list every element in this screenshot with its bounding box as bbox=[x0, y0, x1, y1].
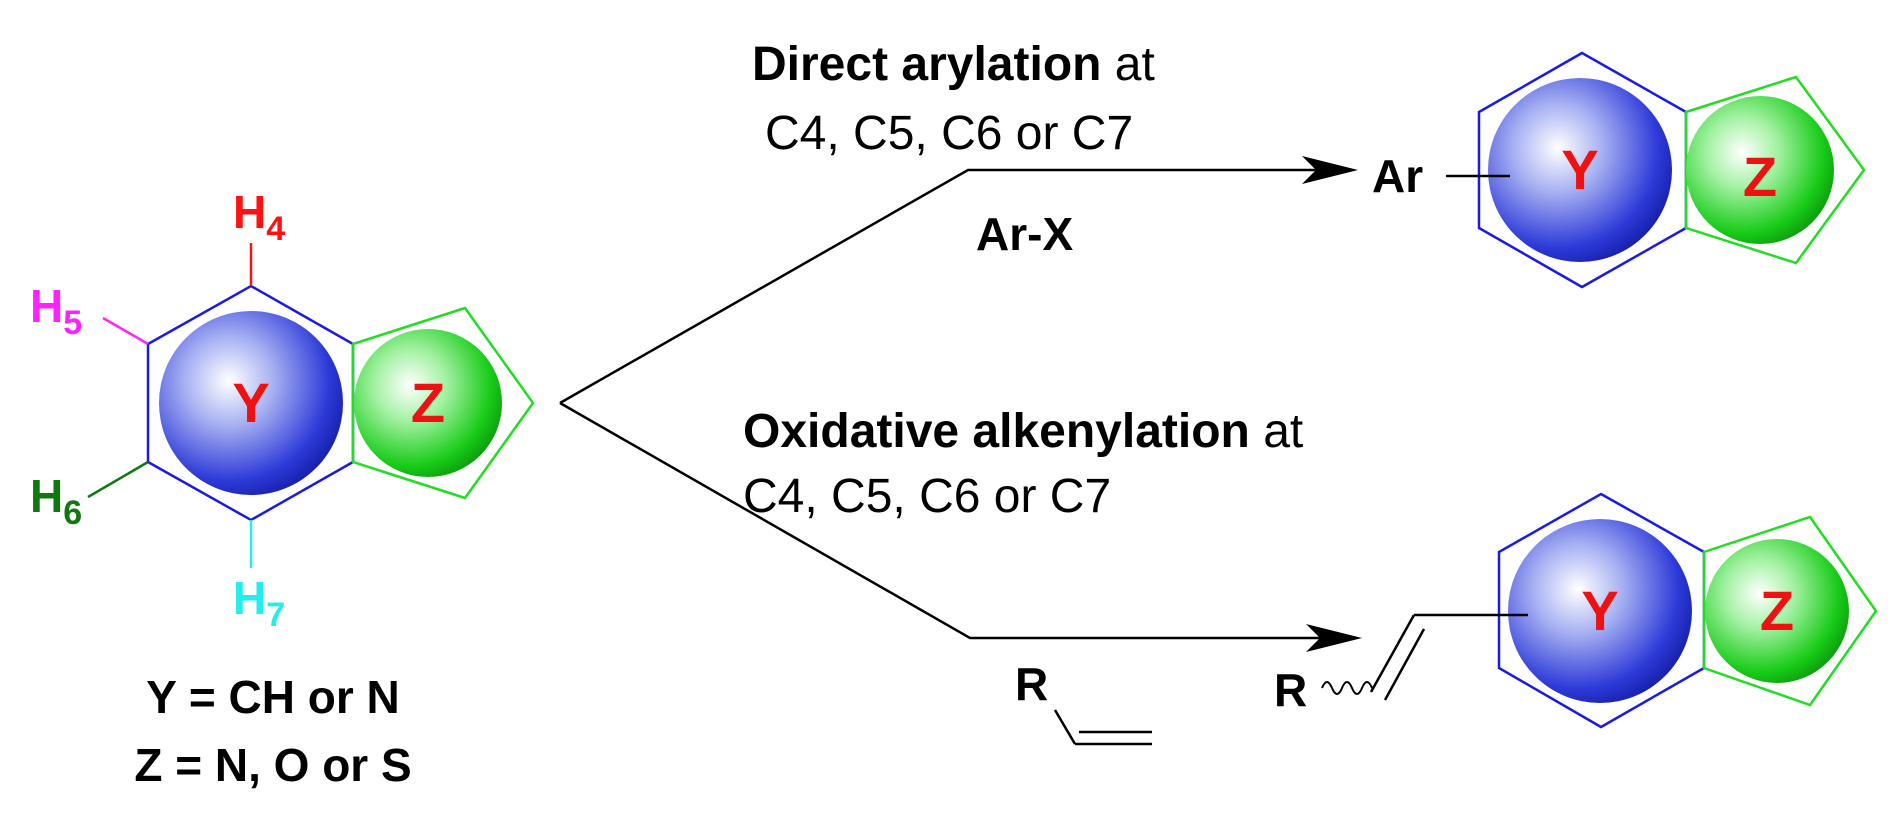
reagent-single-bond bbox=[1053, 709, 1077, 745]
alkene-reagent: R bbox=[1015, 658, 1152, 746]
top-title: Direct arylation at bbox=[752, 38, 1155, 91]
top-azole-ring bbox=[1684, 75, 1866, 265]
start-y-sphere bbox=[159, 311, 343, 495]
top-reagent: Ar-X bbox=[976, 208, 1073, 260]
bottom-arrow-head bbox=[1306, 624, 1362, 652]
bottom-y-label: Y bbox=[1581, 579, 1618, 642]
h6-label: H6 bbox=[30, 470, 82, 532]
bottom-z-label: Z bbox=[1760, 579, 1794, 642]
ar-label: Ar bbox=[1372, 150, 1423, 202]
product-r-label: R bbox=[1274, 664, 1307, 716]
bottom-z-sphere bbox=[1705, 539, 1849, 683]
bottom-azole-ring bbox=[1702, 515, 1878, 707]
bottom-title: Oxidative alkenylation at bbox=[743, 405, 1303, 458]
h5-bond bbox=[102, 316, 149, 346]
h5-label: H5 bbox=[30, 280, 82, 342]
top-arrow-line bbox=[559, 168, 1318, 405]
h6-bond bbox=[87, 460, 149, 499]
reagent-r-label: R bbox=[1015, 658, 1048, 710]
start-molecule: Y Z H4 H5 H6 H7 Y = CH or N Z = N, O or … bbox=[30, 186, 535, 791]
vinyl-double-a bbox=[1369, 614, 1416, 693]
legend-z: Z = N, O or S bbox=[134, 739, 411, 791]
h7-label: H7 bbox=[233, 572, 285, 634]
vinyl-double-b bbox=[1383, 628, 1426, 701]
top-arrow-head bbox=[1302, 156, 1358, 184]
bottom-arrow-line bbox=[559, 401, 1322, 640]
h4-label: H4 bbox=[233, 186, 285, 248]
start-y-label: Y bbox=[232, 371, 269, 434]
start-azole-ring bbox=[351, 306, 535, 500]
top-z-sphere bbox=[1686, 96, 1834, 244]
bottom-positions: C4, C5, C6 or C7 bbox=[743, 470, 1111, 523]
legend-y: Y = CH or N bbox=[146, 671, 400, 723]
top-y-sphere bbox=[1488, 78, 1672, 262]
top-positions: C4, C5, C6 or C7 bbox=[765, 107, 1133, 160]
wavy-bond bbox=[1321, 681, 1373, 695]
start-z-sphere bbox=[354, 329, 502, 477]
start-z-label: Z bbox=[411, 371, 445, 434]
top-y-label: Y bbox=[1561, 138, 1598, 201]
top-z-label: Z bbox=[1743, 145, 1777, 208]
bottom-y-sphere bbox=[1508, 519, 1692, 703]
branch-arrows bbox=[559, 156, 1362, 652]
bottom-product: Y Z R bbox=[1274, 492, 1878, 729]
top-product: Y Z Ar bbox=[1372, 51, 1866, 289]
